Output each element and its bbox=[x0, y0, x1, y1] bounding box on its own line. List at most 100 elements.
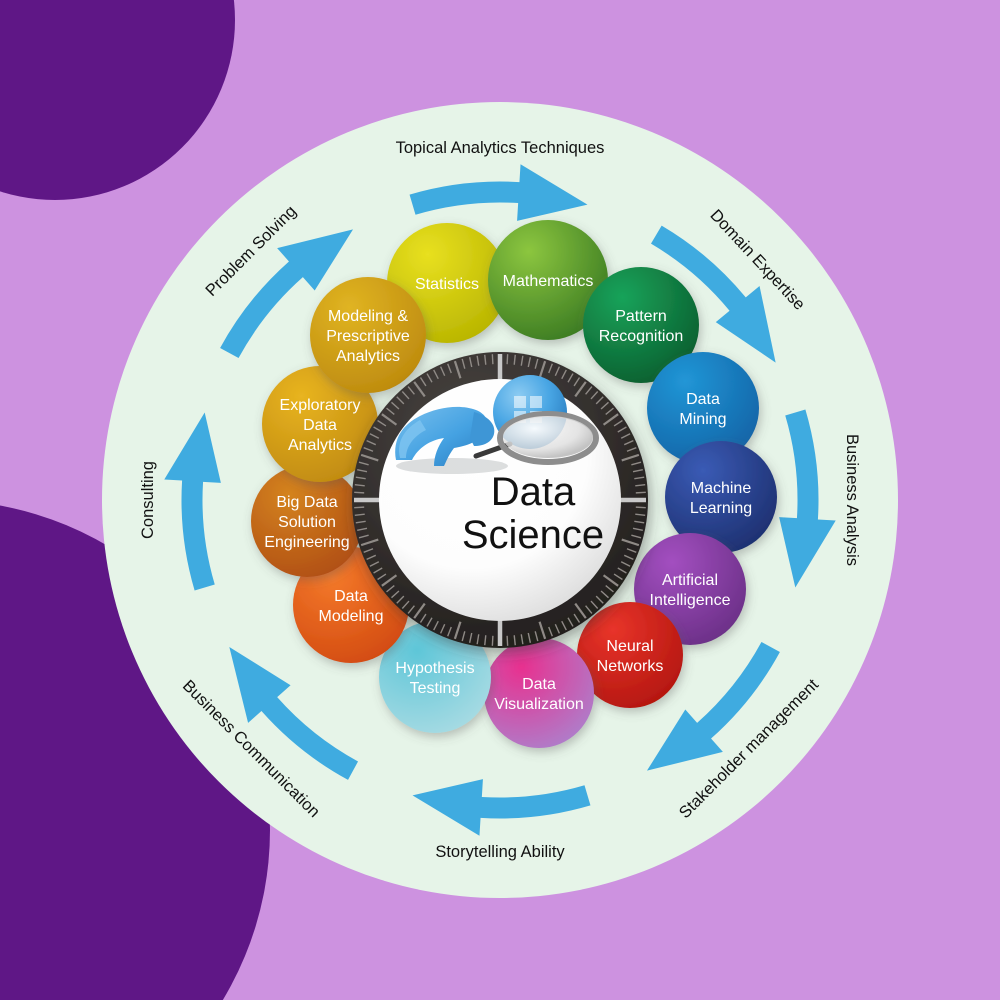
dial-tick bbox=[574, 602, 587, 619]
skill-arrow[interactable] bbox=[220, 229, 354, 359]
skill-bubble-label: Modeling bbox=[319, 608, 384, 625]
dial-tick bbox=[605, 407, 614, 415]
icon-arm bbox=[470, 412, 495, 446]
dial-tick bbox=[590, 600, 599, 609]
skill-bubble-label: Visualization bbox=[494, 696, 584, 713]
dial-tick bbox=[623, 554, 634, 561]
skill-bubble-circle[interactable] bbox=[577, 602, 683, 708]
skill-arrow[interactable] bbox=[412, 779, 591, 836]
dial-tick bbox=[554, 623, 561, 634]
skill-bubble-label: Engineering bbox=[264, 534, 349, 551]
dial-tick bbox=[561, 620, 567, 631]
dial-tick bbox=[354, 491, 365, 494]
dial-tick bbox=[621, 453, 640, 462]
skill-arrow-label: Consulting bbox=[139, 461, 157, 539]
dial-tick bbox=[401, 600, 410, 609]
skill-bubble-circle[interactable] bbox=[583, 267, 699, 383]
dial-tick bbox=[407, 386, 415, 395]
skill-arrow[interactable] bbox=[646, 641, 780, 771]
skill-arrow-label: Storytelling Ability bbox=[435, 843, 565, 861]
dial-tick bbox=[381, 413, 398, 426]
dial-tick bbox=[461, 358, 466, 369]
dial-tick bbox=[426, 373, 433, 383]
dial-tick bbox=[373, 567, 383, 574]
skill-bubble-circle[interactable] bbox=[665, 441, 777, 553]
skill-bubble-label: Analytics bbox=[288, 437, 352, 454]
dial-tick bbox=[354, 506, 365, 509]
dial-tick bbox=[623, 439, 634, 446]
dial-tick bbox=[538, 621, 547, 640]
skill-bubble-label: Data bbox=[334, 588, 368, 605]
dial-tick bbox=[567, 617, 574, 627]
dial-tick bbox=[453, 621, 462, 640]
dial-tick bbox=[635, 484, 646, 487]
dial-tick bbox=[634, 476, 645, 480]
dial-tick bbox=[506, 354, 509, 365]
skill-bubble-label: Intelligence bbox=[650, 592, 731, 609]
skill-bubble-label: Learning bbox=[690, 500, 752, 517]
skill-bubble-label: Artificial bbox=[662, 572, 718, 589]
dial-tick bbox=[620, 433, 631, 439]
dial-tick bbox=[354, 513, 365, 516]
skill-bubble-label: Big Data bbox=[276, 494, 337, 511]
skill-bubble-circle[interactable] bbox=[647, 352, 759, 464]
dial-tick bbox=[602, 413, 619, 426]
dial-tick bbox=[548, 626, 553, 637]
skill-arrow[interactable] bbox=[650, 225, 776, 363]
center-title-line1: Data bbox=[491, 470, 576, 514]
skill-bubble-circle[interactable] bbox=[310, 277, 426, 393]
dial-tick bbox=[401, 391, 410, 400]
skill-arrow[interactable] bbox=[164, 412, 221, 591]
skill-arrow[interactable] bbox=[229, 646, 359, 780]
dial-tick bbox=[520, 634, 524, 645]
dial-tick-marks bbox=[354, 354, 646, 646]
dial-tick bbox=[617, 567, 627, 574]
dial-tick bbox=[491, 354, 494, 365]
dial-tick bbox=[621, 538, 640, 547]
skill-bubble[interactable]: Mathematics bbox=[488, 220, 608, 340]
dial-tick bbox=[363, 447, 374, 452]
skill-bubble-label: Testing bbox=[410, 680, 461, 697]
skill-arrow[interactable] bbox=[779, 409, 836, 588]
skill-bubble-circle[interactable] bbox=[488, 220, 608, 340]
skill-bubble-circle[interactable] bbox=[262, 366, 378, 482]
dial-tick bbox=[377, 573, 387, 581]
dial-tick bbox=[534, 631, 539, 642]
dial-tick bbox=[631, 534, 642, 539]
dial-tick bbox=[626, 548, 637, 553]
skill-bubble-circle[interactable] bbox=[379, 621, 491, 733]
dial-tick bbox=[561, 369, 567, 380]
skill-bubble-label: Exploratory bbox=[280, 397, 361, 414]
dial-tick bbox=[354, 484, 365, 487]
dial-tick bbox=[585, 386, 593, 395]
dial-tick bbox=[360, 453, 379, 462]
magnifier-rim bbox=[497, 411, 599, 465]
skill-arrow[interactable] bbox=[409, 164, 588, 221]
icon-body-highlight bbox=[399, 420, 426, 458]
dial-tick bbox=[377, 419, 387, 427]
dial-tick bbox=[620, 561, 631, 567]
dial-tick bbox=[573, 613, 581, 623]
dial-tick bbox=[396, 396, 405, 405]
dial-tick bbox=[468, 632, 473, 643]
dial-tick bbox=[419, 377, 427, 387]
dial-tick bbox=[567, 373, 574, 383]
dial-tick bbox=[468, 357, 473, 368]
skill-bubble-label: Machine bbox=[691, 480, 752, 497]
dial-tick bbox=[585, 605, 593, 614]
skill-bubble-circle[interactable] bbox=[484, 638, 594, 748]
skill-bubble-label: Pattern bbox=[615, 308, 667, 325]
dial-tick bbox=[632, 468, 643, 473]
skill-bubble-label: Modeling & bbox=[328, 308, 408, 325]
dial-tick bbox=[447, 626, 452, 637]
skill-bubble-circle[interactable] bbox=[251, 465, 363, 577]
